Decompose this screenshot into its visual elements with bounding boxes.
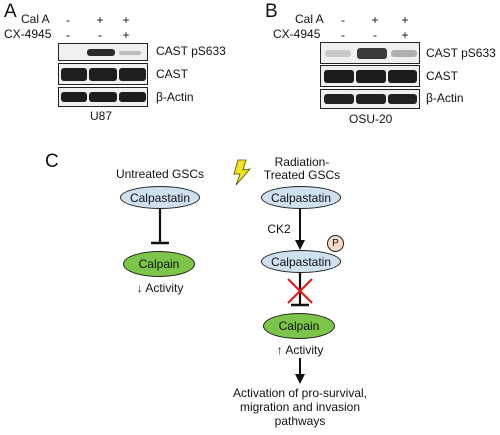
cal-a-sign: + bbox=[122, 13, 130, 27]
cal-a-sign: + bbox=[96, 13, 104, 27]
lightning-bolt-icon bbox=[233, 159, 252, 186]
blot-band bbox=[325, 50, 351, 57]
left-title: Untreated GSCs bbox=[115, 167, 205, 181]
cx-4945-sign: - bbox=[98, 28, 102, 42]
blot-band bbox=[89, 92, 117, 102]
blot-label: CAST pS633 bbox=[156, 44, 226, 58]
cell-line-label: OSU-20 bbox=[349, 112, 393, 126]
blot-actin-u87 bbox=[58, 87, 148, 107]
cal-a-sign: - bbox=[341, 13, 345, 27]
outcome-line3: pathways bbox=[274, 414, 326, 428]
blot-band bbox=[119, 92, 146, 102]
blot-band bbox=[388, 94, 417, 104]
cx-4945-sign: + bbox=[401, 28, 409, 42]
right-title-line2: Treated GSCs bbox=[263, 168, 341, 182]
cx-4945-sign: + bbox=[122, 28, 130, 42]
blot-label: CAST bbox=[156, 67, 189, 81]
cal-a-label: Cal A bbox=[295, 12, 324, 26]
right-calpastatin-node: Calpastatin bbox=[261, 186, 341, 209]
blot-band bbox=[324, 94, 354, 104]
left-calpain-node: Calpain bbox=[123, 251, 195, 277]
right-activity-label: ↑ Activity bbox=[276, 343, 324, 357]
blot-band bbox=[61, 92, 87, 102]
left-activity-label: ↓ Activity bbox=[136, 281, 184, 295]
blot-label: CAST pS633 bbox=[426, 46, 496, 60]
left-calpastatin-node: Calpastatin bbox=[120, 186, 200, 209]
cx-4945-label: CX-4945 bbox=[273, 27, 321, 41]
blot-band bbox=[119, 51, 141, 55]
blot-band bbox=[391, 50, 417, 57]
phosphorylated-calpastatin-node: Calpastatin bbox=[261, 250, 341, 273]
outcome-line1: Activation of pro-survival, bbox=[232, 386, 368, 400]
blot-band bbox=[324, 70, 354, 83]
blot-band bbox=[61, 68, 87, 81]
blot-band bbox=[357, 48, 387, 59]
blot-band bbox=[89, 68, 117, 81]
cal-a-sign: + bbox=[401, 13, 409, 27]
ck2-label: CK2 bbox=[267, 222, 291, 236]
right-title-line1: Radiation- bbox=[274, 155, 330, 169]
blot-cast-osu20 bbox=[320, 65, 420, 87]
cx-4945-sign: - bbox=[66, 28, 70, 42]
cal-a-sign: + bbox=[371, 13, 379, 27]
cx-4945-label: CX-4945 bbox=[4, 27, 52, 41]
blot-band bbox=[356, 70, 386, 83]
blot-band bbox=[87, 49, 115, 56]
panel-a-letter: A bbox=[4, 1, 17, 22]
cx-4945-sign: - bbox=[341, 28, 345, 42]
cal-a-label: Cal A bbox=[21, 12, 50, 26]
blot-cast-ps633-u87 bbox=[58, 43, 148, 61]
blot-cast-u87 bbox=[58, 63, 148, 85]
blot-actin-osu20 bbox=[320, 89, 420, 109]
outcome-line2: migration and invasion bbox=[239, 400, 361, 414]
blot-band bbox=[388, 70, 417, 83]
cell-line-label: U87 bbox=[90, 109, 113, 123]
blot-label: β-Actin bbox=[426, 91, 464, 105]
panel-c-letter: C bbox=[45, 151, 59, 172]
blot-cast-ps633-osu20 bbox=[320, 42, 420, 64]
panel-b-letter: B bbox=[265, 1, 278, 22]
right-calpain-node: Calpain bbox=[263, 313, 335, 339]
blot-label: β-Actin bbox=[156, 90, 194, 104]
blot-band bbox=[356, 94, 386, 104]
cx-4945-sign: - bbox=[373, 28, 377, 42]
blot-label: CAST bbox=[426, 69, 459, 83]
phospho-badge: P bbox=[327, 235, 344, 252]
cal-a-sign: - bbox=[66, 13, 70, 27]
blot-band bbox=[119, 68, 146, 81]
